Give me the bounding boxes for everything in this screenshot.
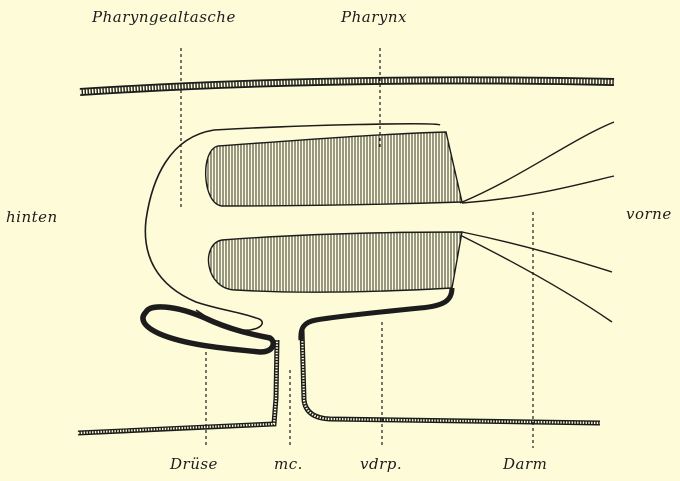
pharynx-upper-lobe <box>206 132 462 206</box>
pharynx-ventral-wall <box>301 288 452 340</box>
intestine-lines <box>460 122 614 322</box>
label-pharyngealtasche: Pharyngealtasche <box>92 8 236 26</box>
label-hinten: hinten <box>6 208 58 226</box>
label-vdrp: vdrp. <box>360 455 402 473</box>
label-mc: mc. <box>274 455 303 473</box>
dorsal-body-wall <box>80 80 614 92</box>
label-vorne: vorne <box>626 205 672 223</box>
label-pharynx: Pharynx <box>341 8 407 26</box>
pharynx-lower-lobe <box>208 232 462 292</box>
label-druese: Drüse <box>170 455 218 473</box>
label-darm: Darm <box>503 455 547 473</box>
ventral-body-wall <box>78 330 600 433</box>
